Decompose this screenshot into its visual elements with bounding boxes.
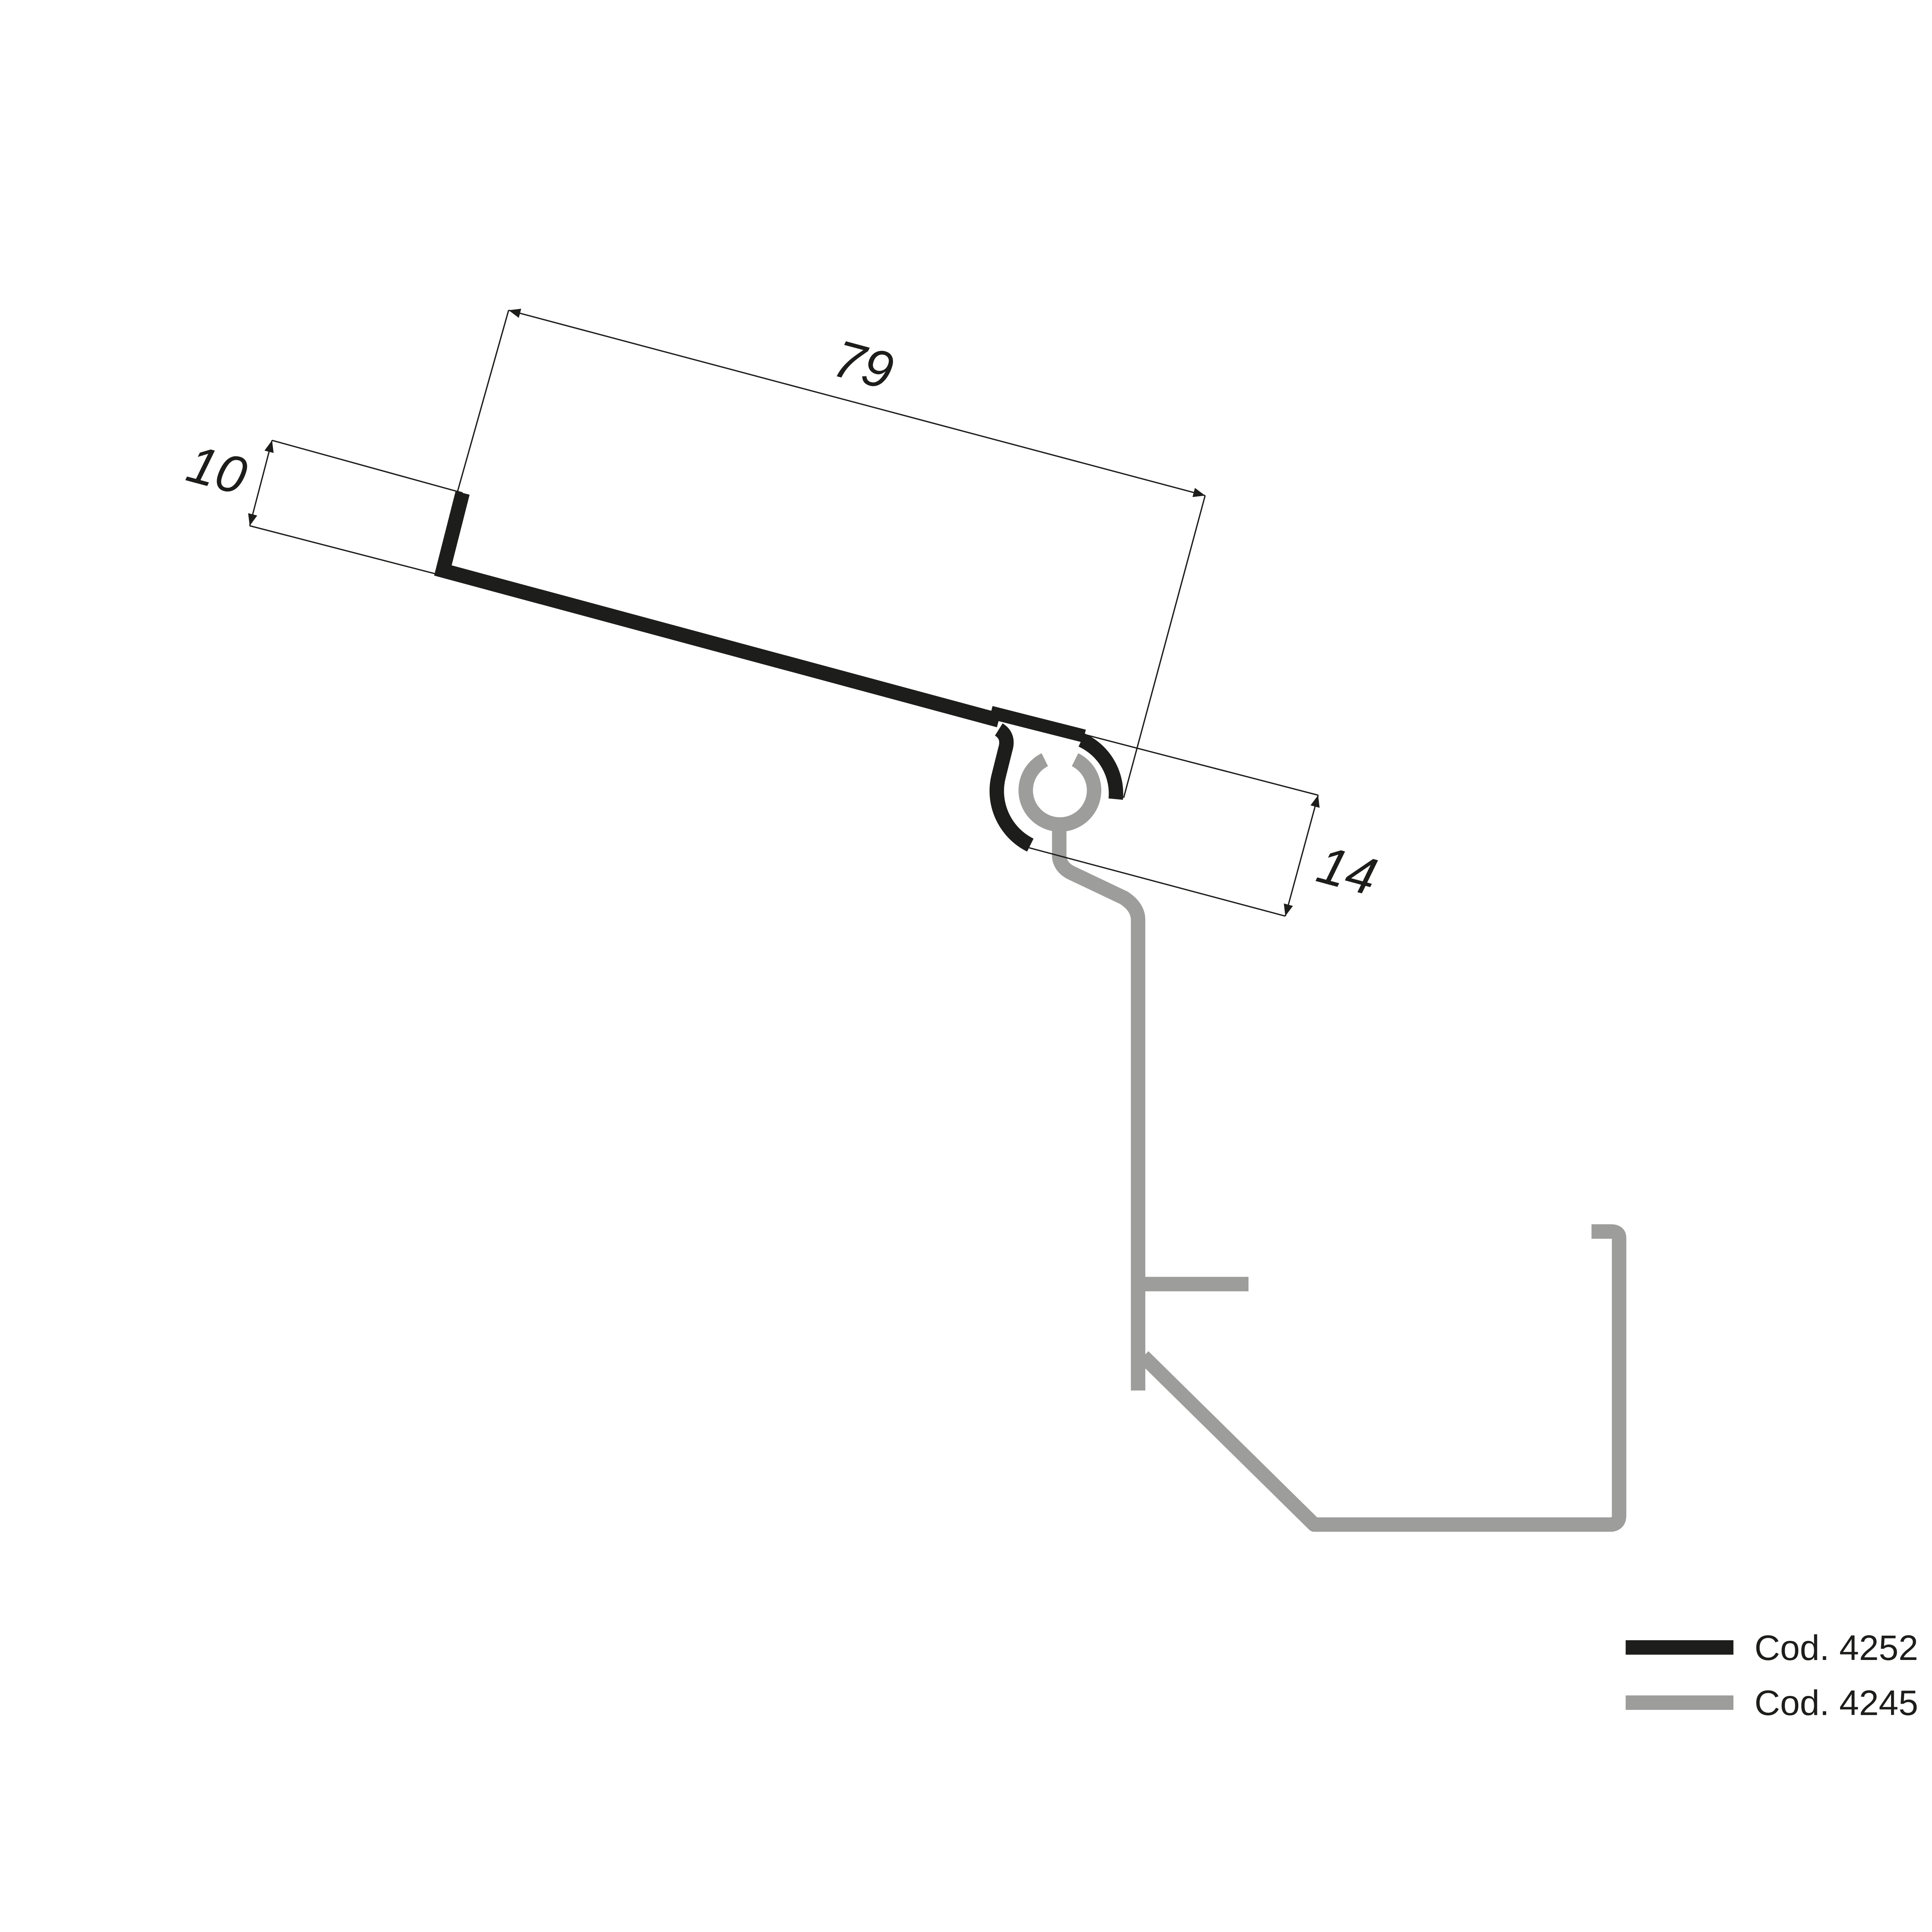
legend-label-4245: Cod. 4245 <box>1755 1684 1918 1723</box>
dimension-79: 79 <box>455 308 1206 798</box>
dimension-label-79: 79 <box>828 329 899 401</box>
dimension-10: 10 <box>181 434 463 575</box>
legend-label-4252: Cod. 4252 <box>1755 1628 1918 1668</box>
profile-4252 <box>434 491 1123 852</box>
profile-diagram: 79 10 14 Cod. 4252 Cod. 4245 <box>181 308 1918 1723</box>
legend: Cod. 4252 Cod. 4245 <box>1626 1628 1918 1723</box>
legend-swatch-4245 <box>1626 1695 1734 1710</box>
dimension-label-14: 14 <box>1311 835 1383 906</box>
drawing: 79 10 14 Cod. 4252 Cod. 4245 <box>181 308 1918 1723</box>
dimension-label-10: 10 <box>181 434 253 506</box>
profile-4245 <box>1018 753 1626 1532</box>
legend-swatch-4252 <box>1626 1640 1734 1655</box>
